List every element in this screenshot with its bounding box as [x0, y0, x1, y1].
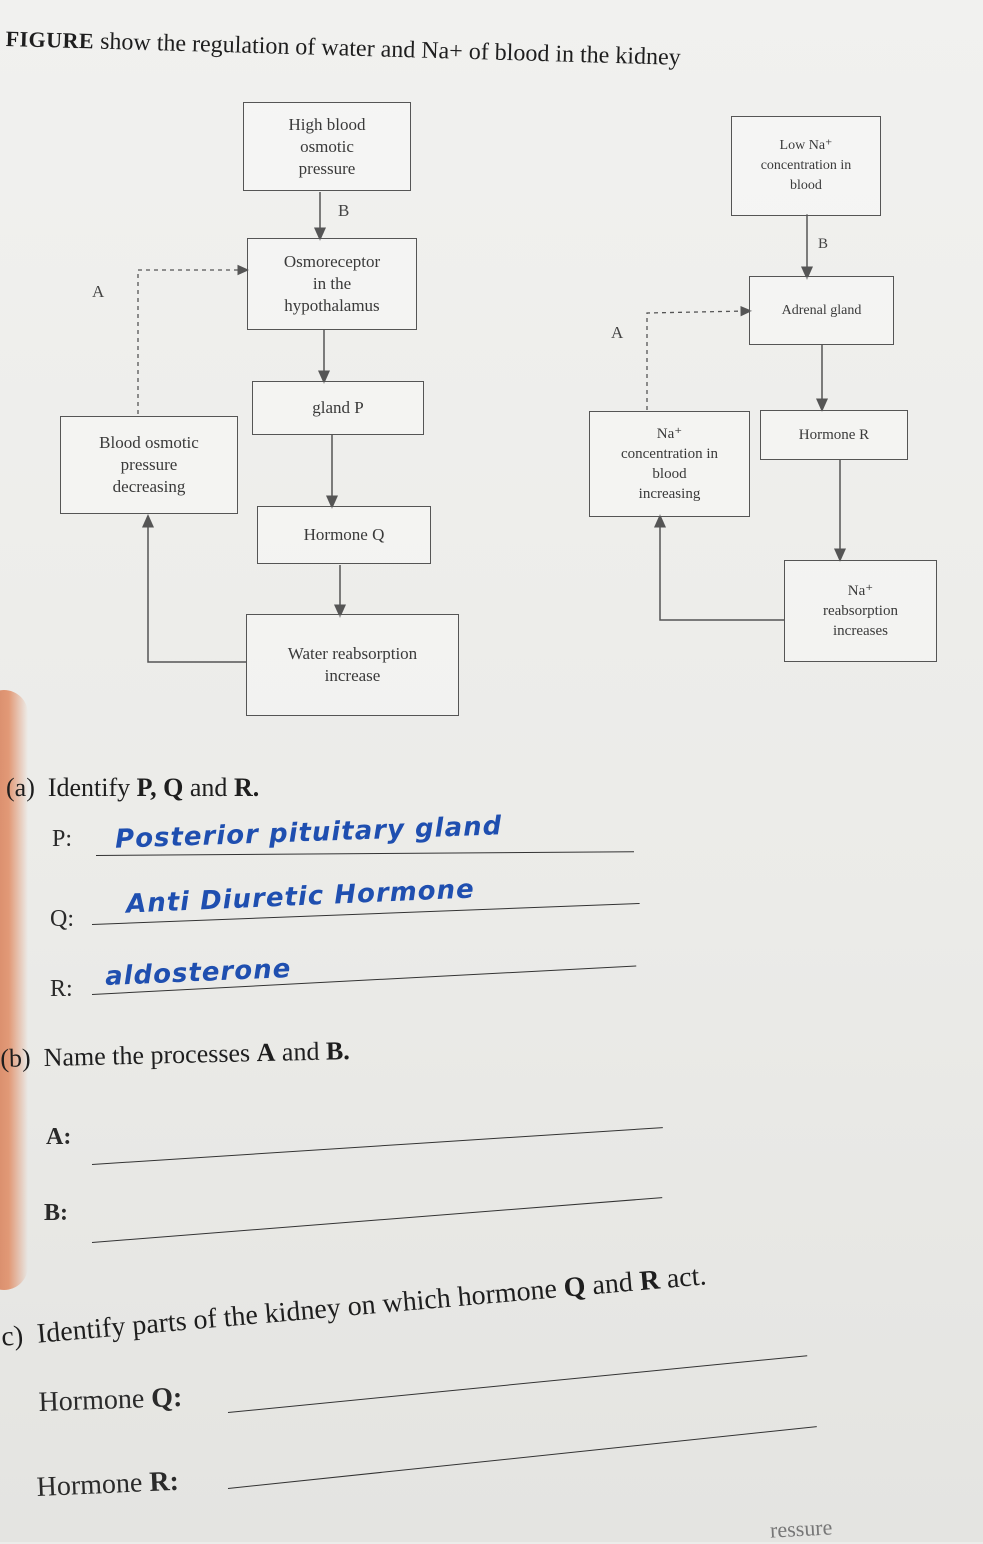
box-text: High blood osmotic pressure [288, 114, 366, 178]
answer-label-p: P: [52, 826, 73, 852]
box-text: Osmoreceptor in the hypothalamus [283, 252, 381, 315]
question-text: and [591, 1266, 635, 1302]
question-bold: R. [233, 773, 260, 802]
dashed-label-a-right: A [611, 323, 624, 342]
question-bold: A [256, 1037, 276, 1068]
answer-line-hormone-r [227, 1426, 817, 1489]
answer-label-r: R: [50, 976, 73, 1002]
box-text: Adrenal gland [781, 302, 862, 318]
box-blood-osmotic-decreasing: Blood osmotic pressure decreasing [60, 416, 238, 514]
question-text: Name the processes [43, 1038, 251, 1073]
answer-line-hormone-q [227, 1355, 808, 1413]
box-adrenal-gland: Adrenal gland [749, 276, 894, 345]
question-text: Identify [47, 773, 131, 802]
handwritten-answer-p: Posterior pituitary gland [114, 811, 503, 855]
answer-label-hormone-q: Hormone Q: [38, 1382, 183, 1419]
box-hormone-r: Hormone R [760, 410, 908, 460]
question-text: and [281, 1036, 320, 1067]
box-gland-p: gland P [252, 381, 424, 435]
handwritten-answer-q: Anti Diuretic Hormone [125, 874, 476, 920]
answer-line-b [91, 1197, 663, 1243]
question-a: (a) Identify P, Q and R. [6, 773, 259, 803]
box-low-na-concentration: Low Na⁺ concentration in blood [731, 116, 881, 216]
box-text: Low Na⁺ concentration in blood [760, 138, 852, 193]
question-text: act. [665, 1260, 708, 1295]
diagram-connectors [137, 192, 846, 663]
question-prefix: (b) [0, 1043, 31, 1073]
answer-label-hormone-r: Hormone R: [36, 1466, 180, 1504]
question-prefix: c) [0, 1320, 25, 1353]
question-c: c) Identify parts of the kidney on which… [0, 1260, 708, 1354]
box-hormone-q: Hormone Q [257, 506, 431, 564]
box-text: Blood osmotic pressure decreasing [99, 433, 199, 496]
box-text: Water reabsorption increase [287, 644, 418, 685]
handwritten-answer-r: aldosterone [104, 953, 292, 993]
question-b: (b) Name the processes A and B. [0, 1036, 350, 1074]
arrow-label-b-right: B [818, 236, 829, 252]
box-na-reabsorption: Na⁺ reabsorption increases [784, 560, 937, 662]
arrow-label-b-left: B [338, 201, 350, 220]
question-text: and [189, 773, 228, 802]
answer-label-q: Q: [50, 906, 74, 932]
answer-label-a: A: [46, 1124, 72, 1150]
question-bold: Q [562, 1270, 587, 1304]
answer-label-bold: Q: [150, 1381, 183, 1415]
box-na-concentration-increasing: Na⁺ concentration in blood increasing [589, 411, 750, 517]
box-text: Na⁺ concentration in blood increasing [620, 426, 719, 502]
box-text: Hormone R [798, 427, 870, 443]
box-text: Hormone Q [303, 525, 385, 544]
box-text: gland P [312, 398, 364, 417]
answer-label-b: B: [44, 1200, 68, 1226]
question-text: Identify parts of the kidney on which ho… [35, 1273, 559, 1350]
answer-label-text: Hormone [36, 1467, 144, 1503]
answer-line-a [91, 1127, 663, 1165]
finger-shadow [0, 690, 28, 1290]
dashed-label-a-left: A [92, 282, 105, 301]
box-text: Na⁺ reabsorption increases [823, 583, 898, 639]
answer-label-text: Hormone [38, 1383, 145, 1418]
question-bold: P, Q [136, 773, 184, 802]
question-prefix: (a) [6, 773, 35, 802]
answer-label-bold: R: [148, 1465, 180, 1499]
question-bold: B. [325, 1036, 351, 1066]
question-bold: R [638, 1264, 662, 1298]
box-high-blood-osmotic-pressure: High blood osmotic pressure [243, 102, 411, 191]
cut-off-text: ressure [769, 1514, 833, 1543]
box-osmoreceptor: Osmoreceptor in the hypothalamus [247, 238, 417, 330]
box-water-reabsorption: Water reabsorption increase [246, 614, 459, 716]
